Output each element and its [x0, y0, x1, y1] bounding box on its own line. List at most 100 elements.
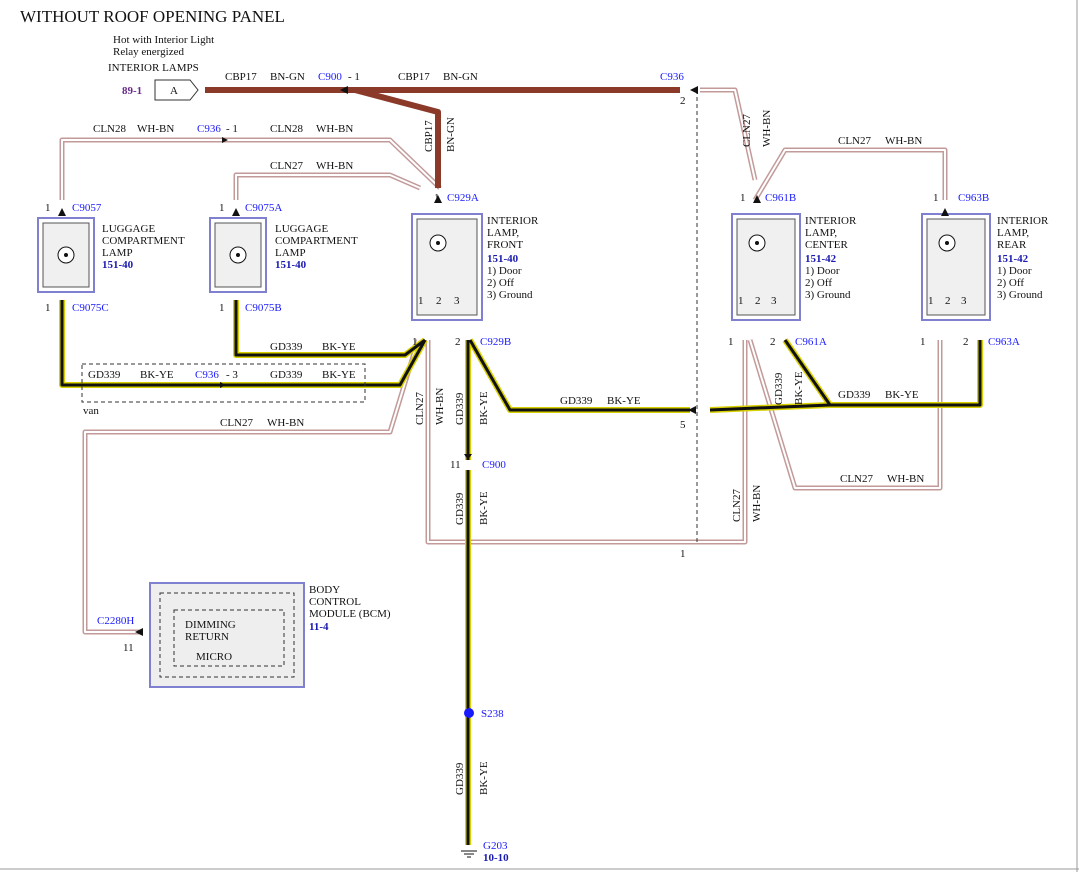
wire-label: GD339 — [270, 369, 303, 381]
wire-label: WH-BN — [137, 123, 174, 135]
component-label: REAR — [997, 239, 1027, 251]
wire-label: CLN27 — [840, 473, 874, 485]
connector-label: C929A — [447, 192, 479, 204]
wire-label: CLN27 — [741, 114, 753, 148]
component-label: LAMP, — [997, 227, 1029, 239]
wire-label: BK-YE — [322, 369, 356, 381]
pin-label: 1 — [418, 295, 424, 307]
wire-label: WH-BN — [761, 110, 773, 147]
component-label: INTERIOR — [805, 215, 857, 227]
connector-label: C929B — [480, 336, 511, 348]
wire-label: BK-YE — [322, 341, 356, 353]
pin-label: 2 — [770, 336, 776, 348]
component-ref: 151-42 — [805, 253, 837, 265]
option-label: 2) Off — [997, 277, 1024, 289]
wire-label: WH-BN — [751, 485, 763, 522]
component-label: CENTER — [805, 239, 848, 251]
component-label: LAMP — [102, 247, 133, 259]
wire-label: BN-GN — [445, 117, 457, 152]
connector-label: C936 — [197, 123, 221, 135]
component-ref: 151-42 — [997, 253, 1029, 265]
component-label: MODULE (BCM) — [309, 608, 391, 620]
pin-label: 11 — [123, 642, 134, 654]
component-label: INTERIOR — [997, 215, 1049, 227]
component-label: COMPARTMENT — [102, 235, 185, 247]
connector-label: C936 — [660, 71, 684, 83]
wire-label: GD339 — [838, 389, 871, 401]
option-label: 3) Ground — [997, 289, 1043, 301]
pin-label: 1 — [728, 336, 734, 348]
pin-label: 3 — [961, 295, 967, 307]
wire-label: BK-YE — [478, 761, 490, 795]
wire-label: BK-YE — [607, 395, 641, 407]
wire-label: GD339 — [773, 372, 785, 405]
option-label: 2) Off — [487, 277, 514, 289]
connector-label: G203 — [483, 840, 508, 852]
pin-label: 2 — [436, 295, 442, 307]
luggage-lamp-1: 1 C9057 1 C9075C LUGGAGE COMPARTMENT LAM… — [37, 202, 185, 314]
pin-label: 1 — [680, 548, 686, 560]
wire-label: WH-BN — [887, 473, 924, 485]
ground-icon — [461, 850, 477, 858]
van-label: van — [83, 405, 99, 417]
bk-ye-wires — [59, 300, 983, 845]
wire-label: BK-YE — [140, 369, 174, 381]
pin-label: 2 — [945, 295, 951, 307]
pin-label: 2 — [680, 95, 686, 107]
wire-label: WH-BN — [434, 388, 446, 425]
pin-label: 1 — [738, 295, 744, 307]
wire-label: GD339 — [88, 369, 121, 381]
wire-label: CLN27 — [838, 135, 872, 147]
interior-lamp-rear: 1 2 3 1 C963B INTERIOR LAMP, REAR 151-42… — [920, 192, 1049, 348]
pin-label: 3 — [771, 295, 777, 307]
option-label: 1) Door — [805, 265, 840, 277]
pin-label: 1 — [920, 336, 926, 348]
connector-label: C2280H — [97, 615, 134, 627]
pin-label: 2 — [455, 336, 461, 348]
component-label: BODY — [309, 584, 340, 596]
wire-label: WH-BN — [885, 135, 922, 147]
source-connector: Hot with Interior Light Relay energized … — [108, 34, 214, 101]
wire-label: CBP17 — [398, 71, 430, 83]
pin-label: 11 — [450, 459, 461, 471]
option-label: 3) Ground — [805, 289, 851, 301]
wire-label: GD339 — [270, 341, 303, 353]
wire-label: GD339 — [560, 395, 593, 407]
component-ref: 151-40 — [275, 259, 307, 271]
pin-label: 1 — [45, 302, 51, 314]
pin-label: 1 — [933, 192, 939, 204]
component-label: LUGGAGE — [102, 223, 155, 235]
connector-label: C961B — [765, 192, 796, 204]
wire-label: BK-YE — [885, 389, 919, 401]
wire-label: CLN27 — [220, 417, 254, 429]
source-ref: 89-1 — [122, 85, 142, 97]
component-label: LAMP — [275, 247, 306, 259]
connector-label: C9075B — [245, 302, 282, 314]
component-label: FRONT — [487, 239, 523, 251]
dashed-lines — [81, 90, 698, 545]
bcm-module: DIMMING RETURN MICRO BODY CONTROL MODULE… — [97, 582, 391, 688]
component-ref: 11-4 — [309, 621, 329, 633]
component-label: LUGGAGE — [275, 223, 328, 235]
pin-label: 5 — [680, 419, 686, 431]
wire-label: BK-YE — [478, 491, 490, 525]
wire-label: BN-GN — [270, 71, 305, 83]
pin-label: 1 — [412, 336, 418, 348]
connector-a-label: A — [170, 85, 178, 97]
connector-label: C961A — [795, 336, 827, 348]
component-ref: 10-10 — [483, 852, 509, 864]
wire-label: CLN27 — [414, 392, 426, 426]
connector-label: S238 — [481, 708, 504, 720]
option-label: 1) Door — [487, 265, 522, 277]
wire-label: GD339 — [454, 492, 466, 525]
connector-a-icon — [154, 79, 199, 101]
component-label: INTERIOR — [487, 215, 539, 227]
source-note-1: Hot with Interior Light — [113, 34, 214, 46]
wire-label: CBP17 — [423, 120, 435, 152]
wire-label: GD339 — [454, 392, 466, 425]
wh-bn-wires — [59, 87, 948, 635]
luggage-lamp-2: 1 C9075A 1 C9075B LUGGAGE COMPARTMENT LA… — [209, 202, 358, 314]
pin-label: 1 — [219, 202, 225, 214]
